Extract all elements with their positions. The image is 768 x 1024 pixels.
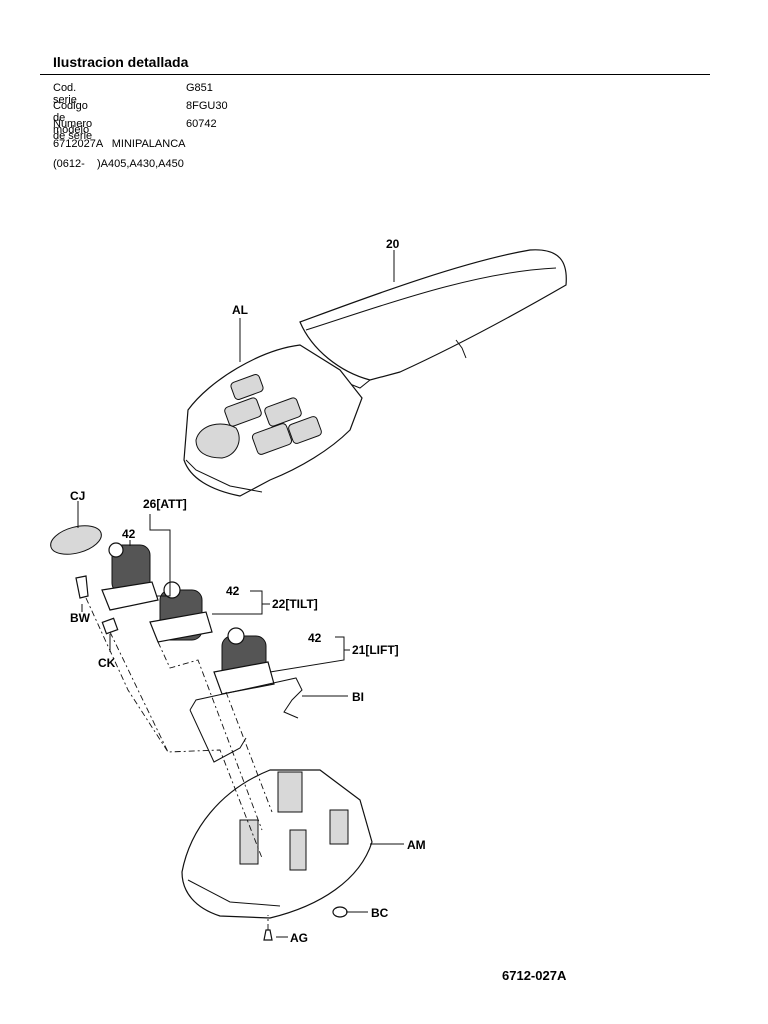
nut-bc xyxy=(332,906,348,918)
callout-42-att: 42 xyxy=(122,527,136,541)
screw-bw xyxy=(75,575,89,599)
callout-lift: 21[LIFT] xyxy=(352,643,399,657)
info-value: 60742 xyxy=(186,118,217,130)
figure-code: 6712-027A xyxy=(502,968,567,983)
base-housing xyxy=(181,769,373,919)
info-key: Numero de serie xyxy=(53,118,93,142)
callout-bw: BW xyxy=(70,611,91,625)
callout-bc: BC xyxy=(371,906,389,920)
callout-am: AM xyxy=(407,838,426,852)
callout-al: AL xyxy=(232,303,248,317)
title-divider xyxy=(40,74,710,75)
page-title: Ilustracion detallada xyxy=(53,54,189,70)
callout-tilt: 22[TILT] xyxy=(272,597,318,611)
part-line: 6712027A MINIPALANCA xyxy=(53,138,186,150)
info-key: Cod. serie xyxy=(53,82,77,106)
info-key: Codigo de modelo xyxy=(53,100,90,136)
callout-att: 26[ATT] xyxy=(143,497,187,511)
info-value: 8FGU30 xyxy=(186,100,228,112)
joystick-lift xyxy=(213,627,275,695)
upper-cover xyxy=(183,344,363,497)
callout-ag: AG xyxy=(290,931,308,945)
callout-42-tilt: 42 xyxy=(226,584,240,598)
cap-cj xyxy=(50,525,102,555)
info-value: G851 xyxy=(186,82,213,94)
bracket-bi xyxy=(189,677,303,719)
armrest-pad xyxy=(299,249,567,389)
range-line: (0612- )A405,A430,A450 xyxy=(53,158,184,170)
callout-cj: CJ xyxy=(70,489,85,503)
callout-bi: BI xyxy=(352,690,364,704)
callout-42-lift: 42 xyxy=(308,631,322,645)
callout-ck: CK xyxy=(98,656,116,670)
callout-20: 20 xyxy=(386,237,400,251)
joystick-tilt xyxy=(149,581,213,643)
joystick-att xyxy=(101,542,159,611)
clip-ck xyxy=(101,617,119,635)
screw-ag xyxy=(263,929,273,941)
